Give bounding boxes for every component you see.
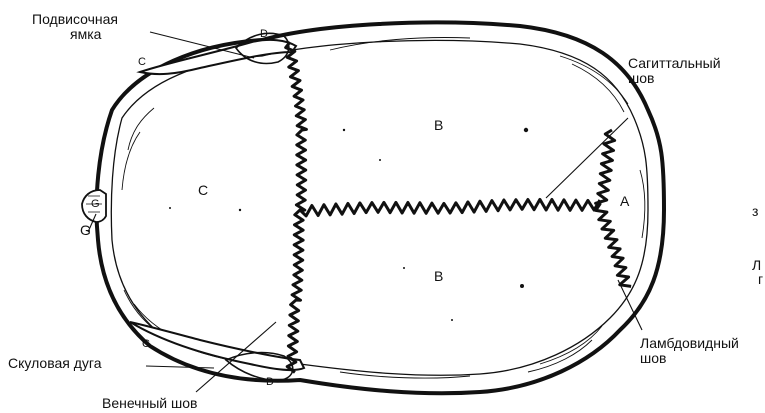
hatching xyxy=(122,38,645,379)
label-lambdoid-suture: Ламбдовидный шов xyxy=(640,336,739,366)
bone-label-temporal-upper: D xyxy=(260,28,268,40)
coronal-suture xyxy=(286,42,307,372)
label-lambdoid-suture-line1: Ламбдовидный xyxy=(640,336,739,351)
bone-label-parietal-upper: B xyxy=(434,117,443,133)
bone-label-nasal-outer: G xyxy=(80,222,91,238)
bone-label-parietal-lower: B xyxy=(434,268,443,284)
bone-label-nasal: G xyxy=(91,198,100,210)
label-sagittal-suture: Сагиттальный шов xyxy=(628,56,721,86)
sagittal-suture xyxy=(300,199,600,216)
label-infratemporal-fossa: Подвисочная ямка xyxy=(32,12,118,42)
label-infratemporal-fossa-line1: Подвисочная xyxy=(32,12,118,27)
label-infratemporal-fossa-line2: ямка xyxy=(32,27,118,42)
label-coronal-suture: Венечный шов xyxy=(102,396,197,411)
bone-label-frontal: C xyxy=(198,182,208,198)
bone-label-zygomatic-upper: C xyxy=(138,56,146,68)
label-sagittal-suture-line2: шов xyxy=(628,71,721,86)
label-zygomatic-arch: Скуловая дуга xyxy=(8,356,102,371)
lower-zygomatic-arch xyxy=(130,322,304,370)
bone-label-occipital: A xyxy=(620,193,629,209)
cropped-text-1: з xyxy=(752,204,758,219)
label-sagittal-suture-line1: Сагиттальный xyxy=(628,56,721,71)
label-lambdoid-suture-line2: шов xyxy=(640,351,739,366)
foramina-dots xyxy=(169,128,528,321)
cropped-text-3: г xyxy=(758,272,763,287)
bone-label-zygomatic-lower: C xyxy=(142,338,150,350)
bone-label-temporal-lower: D xyxy=(266,376,274,388)
